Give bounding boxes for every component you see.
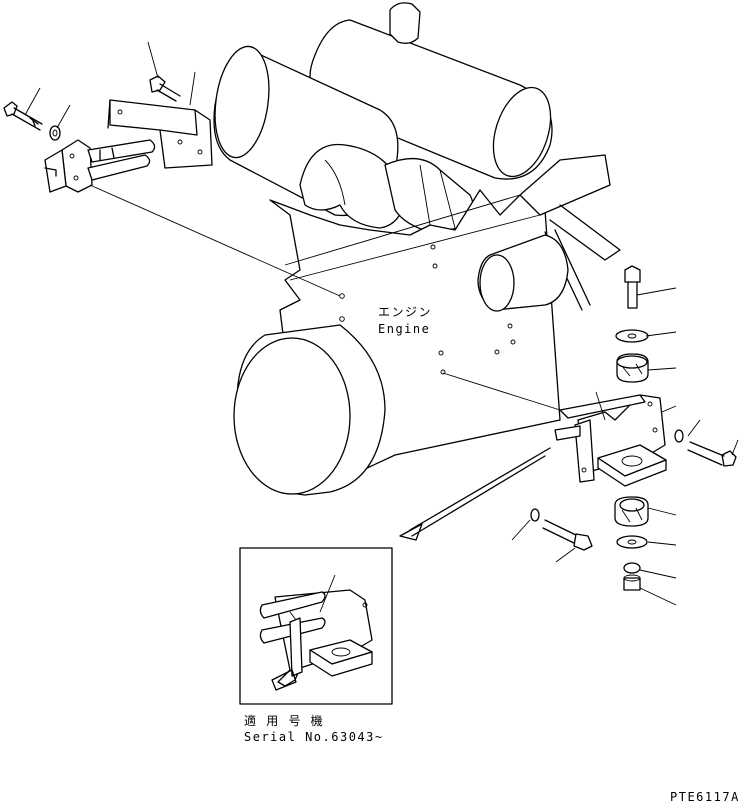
serial-number-label: Serial No.63043~ <box>244 730 384 744</box>
engine-label-jp: エンジン <box>378 305 433 319</box>
leader-lines <box>24 41 739 606</box>
detail-view-box <box>239 547 393 705</box>
right-engine-bracket <box>530 265 737 591</box>
drawing-number: PTE6117A <box>670 790 740 804</box>
engine-block <box>213 2 621 496</box>
applicable-serial-label-jp: 適 用 号 機 <box>244 714 325 728</box>
engine-label-en: Engine <box>378 322 431 336</box>
left-engine-bracket <box>3 75 213 193</box>
